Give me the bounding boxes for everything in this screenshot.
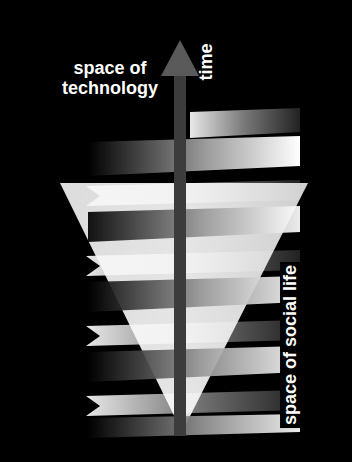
axis-label: time (196, 43, 216, 80)
arrow-shaft (174, 74, 186, 436)
band (190, 108, 300, 138)
band (88, 206, 300, 242)
band (88, 276, 300, 312)
band (88, 136, 300, 176)
front-bands (88, 136, 300, 438)
band (88, 346, 300, 382)
axis-label: space of social life (280, 262, 300, 428)
arrow-head (161, 40, 199, 76)
region-label: space of technology (45, 58, 175, 98)
band (88, 414, 300, 438)
